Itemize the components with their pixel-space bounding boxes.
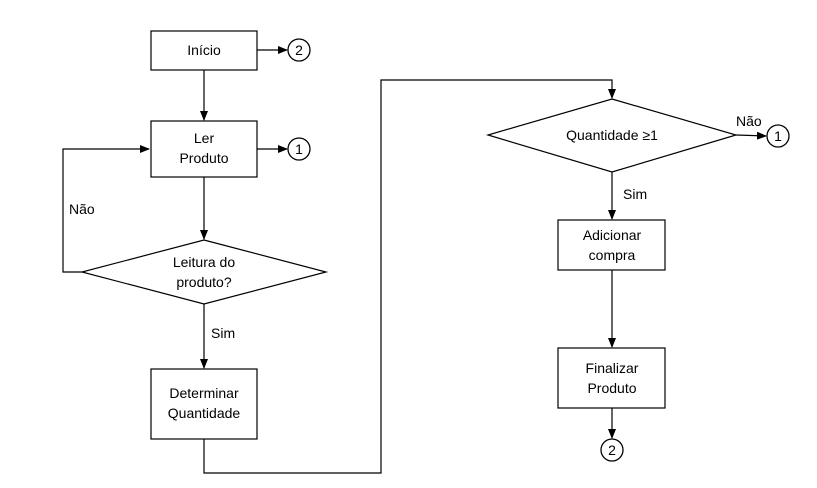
node-quantidade-decision: Quantidade ≥1	[485, 98, 739, 173]
node-finalizar-produto: Finalizar Produto	[557, 347, 666, 409]
connector-quantidade-out: 1	[766, 124, 790, 148]
node-adicionar-line-1: Adicionar	[583, 227, 642, 243]
node-leitura-line-1: Leitura do	[173, 254, 235, 270]
edge-label-leitura-sim: Sim	[211, 325, 235, 341]
node-adicionar-compra: Adicionar compra	[557, 219, 666, 271]
connector-finalizar-out-label: 2	[608, 442, 616, 458]
node-ler-produto-line-1: Ler	[194, 130, 215, 146]
node-finalizar-line-1: Finalizar	[586, 360, 639, 376]
edge-quantidade-nao-to-connector-1	[735, 131, 767, 140]
node-adicionar-line-2: compra	[589, 247, 636, 263]
node-determinar-line-2: Quantidade	[168, 405, 241, 421]
edge-label-quantidade-nao: Não	[736, 113, 762, 129]
node-leitura-line-2: produto?	[176, 274, 231, 290]
connector-inicio-out-label: 2	[295, 42, 303, 58]
edge-determinar-to-quantidade	[203, 79, 616, 474]
node-determinar-line-1: Determinar	[169, 385, 239, 401]
edge-leitura-nao-loop	[62, 145, 150, 273]
connector-inicio-out: 2	[287, 38, 311, 62]
connector-ler-out: 1	[287, 137, 311, 161]
connector-ler-out-label: 1	[295, 141, 303, 157]
node-ler-produto: Ler Produto	[150, 120, 258, 178]
connector-quantidade-out-label: 1	[774, 128, 782, 144]
node-leitura-decision: Leitura do produto?	[79, 239, 329, 305]
node-determinar-quantidade: Determinar Quantidade	[150, 368, 258, 440]
node-quantidade-label: Quantidade ≥1	[566, 127, 658, 143]
node-ler-produto-line-2: Produto	[179, 150, 228, 166]
node-inicio-label: Início	[187, 42, 221, 58]
edge-label-quantidade-sim: Sim	[623, 186, 647, 202]
edge-label-leitura-nao: Não	[69, 201, 95, 217]
node-finalizar-line-2: Produto	[587, 380, 636, 396]
node-inicio: Início	[150, 30, 258, 71]
connector-finalizar-out: 2	[600, 438, 624, 462]
